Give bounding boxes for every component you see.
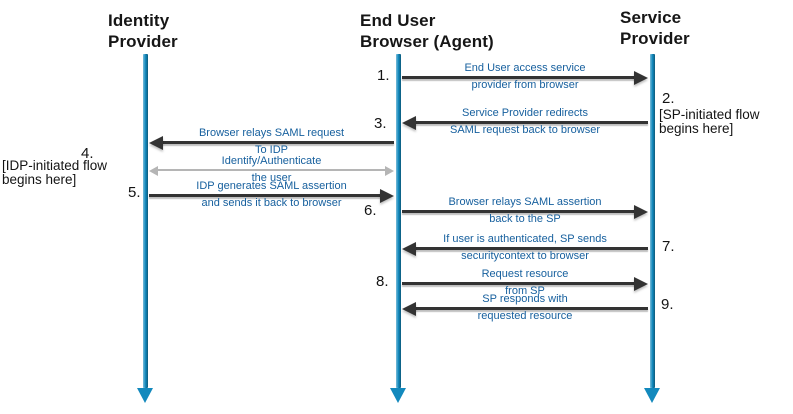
step-number: 7.	[662, 238, 675, 255]
annotation-line: begins here]	[659, 121, 734, 136]
annotation-line: begins here]	[2, 172, 77, 187]
lifeline-arrow-down-icon	[390, 388, 406, 403]
step-number: 4.	[81, 145, 94, 162]
message-label: Request resource from SP	[405, 269, 645, 297]
step-number: 5.	[128, 184, 141, 201]
step-number: 2.	[662, 90, 675, 107]
actor-label-line: Provider	[620, 29, 690, 48]
lifeline-end-user-browser	[395, 54, 401, 388]
arrowhead-right-icon	[380, 189, 394, 203]
step-number: 3.	[374, 115, 387, 132]
actor-label-identity-provider: Identity Provider	[108, 10, 178, 52]
step-number: 6.	[364, 202, 377, 219]
actor-label-line: Service	[620, 8, 682, 27]
actor-label-line: Identity	[108, 11, 170, 30]
message-label-line: Identify/Authenticate	[221, 155, 322, 167]
message-line	[402, 210, 637, 213]
message-label-line: requested resource	[477, 310, 573, 322]
actor-label-service-provider: Service Provider	[620, 7, 690, 49]
message-label-line: If user is authenticated, SP sends	[443, 233, 607, 245]
actor-label-end-user-browser: End User Browser (Agent)	[360, 10, 494, 52]
arrowhead-right-icon	[634, 71, 648, 85]
actor-label-line: End User	[360, 11, 436, 30]
message-label-line: End User access service	[464, 62, 586, 74]
message-line	[149, 194, 383, 197]
message-label: If user is authenticated, SP sends securi…	[405, 234, 645, 262]
message-label-line: IDP generates SAML assertion	[196, 180, 347, 192]
arrowhead-left-icon	[402, 116, 416, 130]
message-label-line: To IDP	[254, 144, 288, 156]
arrowhead-right-icon	[634, 205, 648, 219]
annotation-line: [SP-initiated flow	[659, 107, 760, 122]
message-line	[413, 121, 648, 124]
message-line	[413, 247, 648, 250]
message-label: Browser relays SAML request To IDP	[152, 128, 392, 156]
message-label-line: Service Provider redirects	[462, 107, 588, 119]
arrowhead-left-icon	[149, 166, 158, 176]
arrowhead-left-icon	[402, 302, 416, 316]
message-line	[402, 76, 637, 79]
message-label-line: SP responds with	[482, 293, 568, 305]
message-label-line: provider from browser	[471, 79, 579, 91]
message-label-line: Browser relays SAML assertion	[448, 196, 602, 208]
step-number: 8.	[376, 273, 389, 290]
annotation-line: [IDP-initiated flow	[2, 158, 108, 173]
message-label-line: and sends it back to browser	[201, 197, 342, 209]
step-number: 9.	[661, 296, 674, 313]
lifeline-identity-provider	[142, 54, 148, 388]
message-label-line: the user	[251, 172, 292, 184]
arrowhead-right-icon	[385, 166, 394, 176]
lifeline-arrow-down-icon	[137, 388, 153, 403]
message-line	[413, 307, 648, 310]
message-label: IDP generates SAML assertion and sends it…	[152, 181, 392, 209]
actor-label-line: Browser (Agent)	[360, 32, 494, 51]
message-label-line: Browser relays SAML request	[198, 127, 345, 139]
message-line	[402, 282, 637, 285]
message-label: Identify/Authenticate the user	[152, 156, 392, 184]
arrowhead-left-icon	[149, 136, 163, 150]
message-label: Browser relays SAML assertion back to the…	[405, 197, 645, 225]
message-line	[160, 141, 394, 144]
message-label-line: Request resource	[481, 268, 569, 280]
message-label: SP responds with requested resource	[405, 294, 645, 322]
message-label: End User access service provider from bro…	[405, 63, 645, 91]
arrowhead-right-icon	[634, 277, 648, 291]
arrowhead-left-icon	[402, 242, 416, 256]
message-label-line: back to the SP	[489, 213, 561, 225]
actor-label-line: Provider	[108, 32, 178, 51]
lifeline-service-provider	[649, 54, 655, 388]
message-line	[155, 169, 388, 171]
message-label-line: securitycontext to browser	[461, 250, 589, 262]
message-label-line: SAML request back to browser	[450, 124, 600, 136]
lifeline-arrow-down-icon	[644, 388, 660, 403]
step-number: 1.	[377, 67, 390, 84]
message-label-line: from SP	[505, 285, 545, 297]
